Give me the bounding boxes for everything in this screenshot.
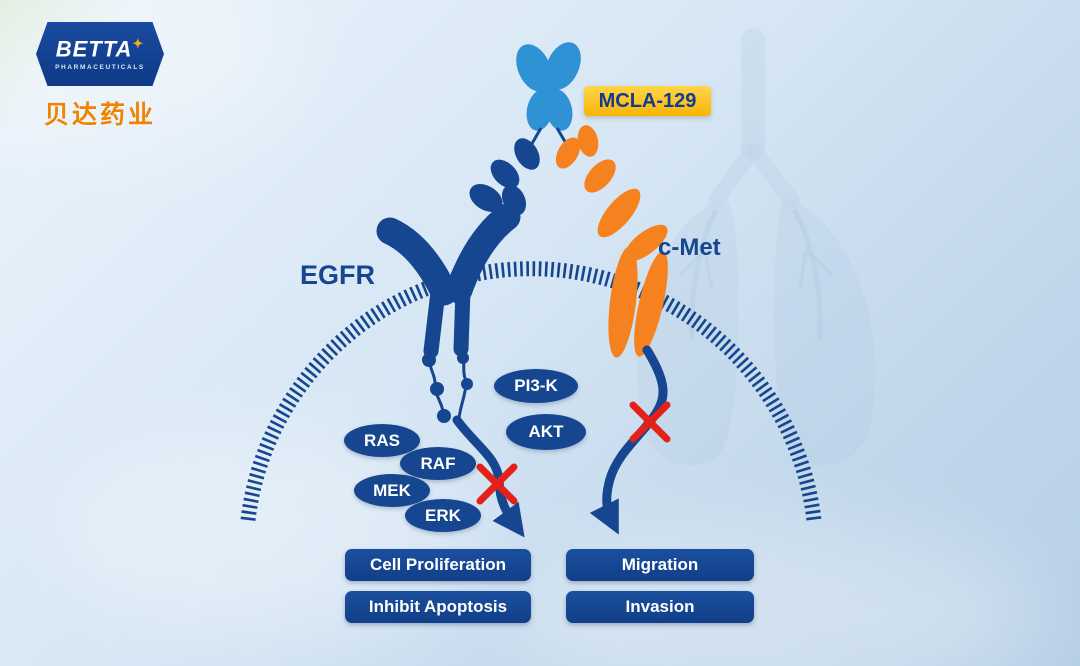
molecule-pi3k: PI3-K: [494, 369, 578, 403]
company-logo: BETTA✦ PHARMACEUTICALS 贝达药业: [36, 22, 186, 131]
molecule-raf: RAF: [400, 447, 476, 480]
antibody-arm-links: [528, 127, 569, 148]
molecule-erk: ERK: [405, 499, 481, 532]
brand-name: BETTA: [55, 36, 133, 62]
logo-hexagon: BETTA✦ PHARMACEUTICALS: [36, 22, 164, 86]
molecule-mek: MEK: [354, 474, 430, 507]
antibody-label-badge: MCLA-129: [584, 86, 711, 116]
egfr-signal-beads: [422, 349, 473, 423]
molecule-ras: RAS: [344, 424, 420, 457]
outcome-invasion: Invasion: [566, 591, 754, 623]
outcome-cell-proliferation: Cell Proliferation: [345, 549, 531, 581]
egfr-linker-beads: [469, 138, 540, 216]
cmet-receptor-shape: [555, 125, 668, 358]
block-x-marks: [476, 401, 671, 505]
molecule-akt: AKT: [506, 414, 586, 450]
outcome-migration: Migration: [566, 549, 754, 581]
cmet-label: c-Met: [658, 234, 721, 261]
block-x-left: [476, 463, 518, 505]
signal-arrow-right: [589, 345, 668, 535]
block-x-right: [629, 401, 671, 443]
outcome-inhibit-apoptosis: Inhibit Apoptosis: [345, 591, 531, 623]
brand-chinese-name: 贝达药业: [44, 101, 157, 129]
egfr-receptor-shape: [376, 203, 521, 359]
brand-subtitle: PHARMACEUTICALS: [55, 64, 145, 72]
antibody-shape: [516, 42, 581, 131]
star-icon: ✦: [132, 35, 145, 51]
logo-wordmark: BETTA✦: [56, 37, 145, 60]
egfr-label: EGFR: [300, 260, 376, 290]
